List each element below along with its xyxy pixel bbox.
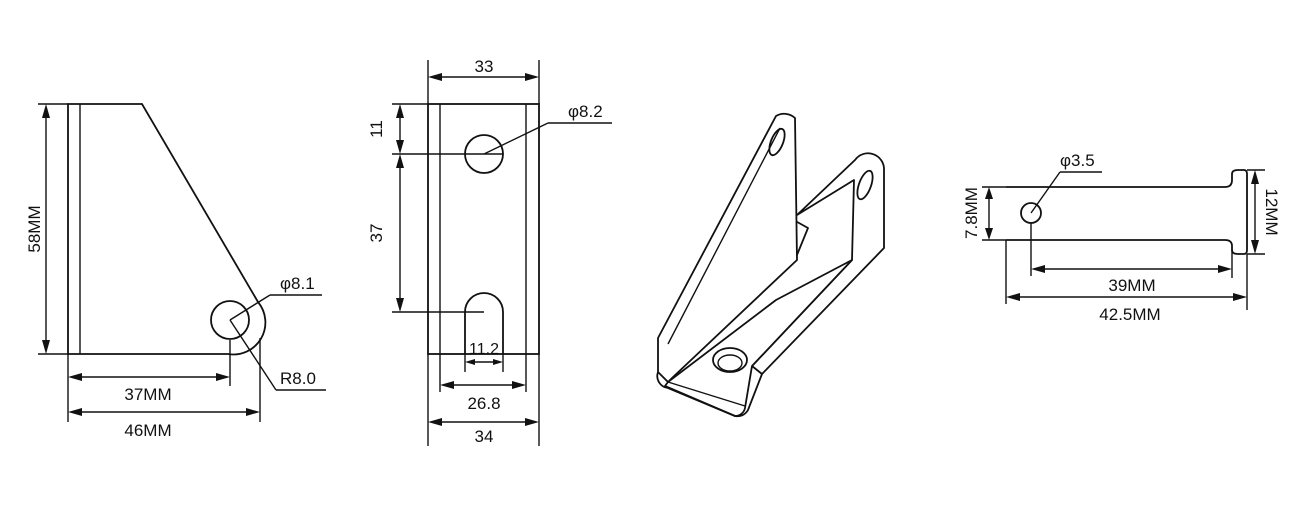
arrowhead [428, 418, 442, 426]
pin-hole-label: φ3.5 [1060, 151, 1095, 170]
iso-bottom-edge [656, 371, 763, 418]
arrowhead [512, 381, 526, 389]
arrowhead [68, 373, 82, 381]
front-outer-width-label: 34 [475, 427, 494, 446]
front-top-offset-label: 11 [367, 120, 386, 138]
pin-shaft-diameter-label: 7.8MM [962, 187, 981, 239]
isometric-view [656, 112, 885, 418]
front-hole-spacing-label: 37 [367, 224, 386, 243]
arrowhead [493, 359, 503, 365]
front-top-width-label: 33 [475, 57, 494, 76]
arrowhead [396, 104, 404, 118]
leader-line [483, 122, 549, 155]
arrowhead [985, 187, 993, 199]
leader-line [229, 319, 277, 391]
arrowhead [246, 408, 260, 416]
arrowhead [440, 381, 454, 389]
front-view-slot [464, 292, 504, 354]
iso-edge-line [667, 381, 746, 407]
arrowhead [68, 408, 82, 416]
front-inner-width-label: 26.8 [467, 394, 500, 413]
front-slot-label: 11.2 [469, 341, 499, 358]
side-view-outline [67, 103, 267, 356]
arrowhead [428, 73, 442, 81]
iso-back-plate [751, 152, 885, 375]
side-width-label: 46MM [124, 421, 171, 440]
iso-base-hole-inner [717, 354, 743, 372]
arrowhead [1251, 170, 1259, 184]
pin-total-length-label: 42.5MM [1099, 305, 1160, 324]
arrowhead [1006, 293, 1020, 301]
iso-front-hole [768, 127, 786, 157]
arrowhead [525, 418, 539, 426]
leader-line [1030, 171, 1061, 214]
arrowhead [1218, 265, 1232, 273]
pin-hole-length-label: 39MM [1108, 276, 1155, 295]
side-hole-label: φ8.1 [280, 274, 315, 293]
arrowhead [396, 154, 404, 168]
iso-front-plate [657, 112, 798, 383]
pin-view: φ3.5 7.8MM 12MM 39MM 42.5MM [962, 151, 1281, 324]
front-hole-label: φ8.2 [568, 102, 603, 121]
side-hole-offset-label: 37MM [124, 385, 171, 404]
arrowhead [42, 104, 50, 118]
iso-edge-line [667, 127, 781, 345]
arrowhead [1233, 293, 1247, 301]
arrowhead [465, 359, 475, 365]
arrowhead [525, 73, 539, 81]
arrowhead [216, 373, 230, 381]
side-view-hole [210, 300, 250, 340]
arrowhead [42, 340, 50, 354]
arrowhead [1251, 240, 1259, 254]
side-radius-label: R8.0 [280, 369, 316, 388]
front-view: 33 φ8.2 11 37 11.2 26.8 [367, 57, 612, 446]
iso-base-hole [712, 347, 748, 373]
leader-line [229, 294, 271, 321]
pin-head-diameter-label: 12MM [1262, 188, 1281, 235]
side-height-label: 58MM [25, 205, 44, 252]
arrowhead [396, 140, 404, 154]
arrowhead [396, 298, 404, 312]
iso-back-hole [856, 169, 874, 201]
side-view: 58MM φ8.1 R8.0 37MM 46MM [25, 103, 326, 440]
arrowhead [1031, 265, 1045, 273]
arrowhead [985, 228, 993, 240]
front-view-outline [427, 103, 540, 355]
pin-outline [1006, 169, 1248, 255]
